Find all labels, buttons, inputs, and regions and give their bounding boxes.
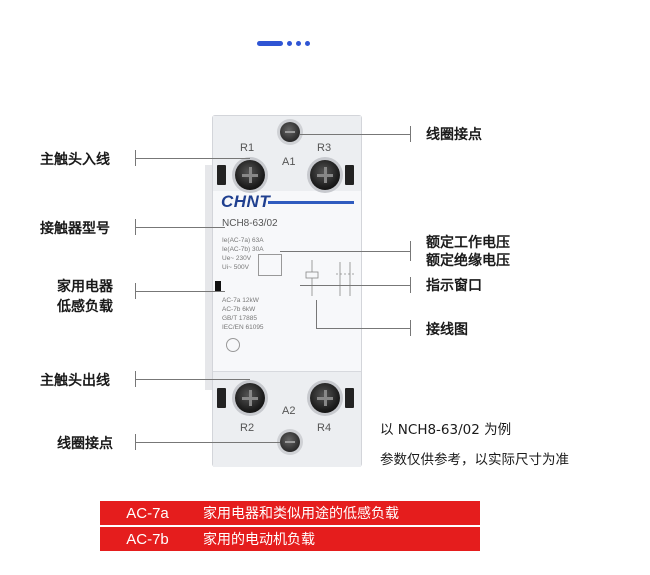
pager-active-bar: [257, 40, 283, 46]
spec-line: Ui~ 500V: [222, 264, 249, 271]
callout-line: [135, 379, 250, 380]
pager-indicator[interactable]: [257, 40, 310, 46]
callout-wiring: 接线图: [426, 322, 468, 338]
spec-line: Ie(AC-7a) 63A: [222, 237, 264, 244]
terminal-slot-icon: [217, 165, 226, 185]
wiring-diagram-icon: [300, 256, 358, 306]
brand-logo: CHNT: [221, 192, 271, 211]
main-screw-r4-icon: [310, 383, 340, 413]
indicator-window: [215, 281, 221, 291]
legend-desc: 家用电器和类似用途的低感负载: [203, 506, 399, 522]
pager-dot: [296, 40, 301, 46]
terminal-a1-label: A1: [282, 156, 296, 168]
legend-banner: AC-7a 家用电器和类似用途的低感负载: [100, 501, 480, 525]
callout-line: [135, 442, 280, 443]
callout-indicator: 指示窗口: [426, 278, 482, 294]
legend-code: AC-7b: [126, 530, 169, 548]
legend-banner: AC-7b 家用的电动机负载: [100, 527, 480, 551]
terminal-slot-icon: [345, 388, 354, 408]
spec-line: Ie(AC-7b) 30A: [222, 246, 264, 253]
callout-line: [135, 227, 225, 228]
callout-main-in: 主触头入线: [40, 152, 110, 168]
terminal-r4-label: R4: [317, 422, 332, 434]
terminal-slot-icon: [217, 388, 226, 408]
note-reference: 参数仅供参考，以实际尺寸为准: [380, 452, 569, 468]
brand-stripe: [268, 201, 354, 204]
callout-line: [135, 291, 225, 292]
callout-coil-top: 线圈接点: [426, 127, 482, 143]
device-rating-block: AC-7a 12kW AC-7b 6kW GB/T 17885 IEC/EN 6…: [222, 296, 264, 332]
rating-line: AC-7b 6kW: [222, 306, 256, 313]
callout-line: [135, 158, 250, 159]
callout-tick: [410, 241, 411, 261]
callout-insulation-voltage: 额定绝缘电压: [426, 253, 510, 269]
legend-code: AC-7a: [126, 504, 169, 522]
callout-rated-voltage: 额定工作电压: [426, 235, 510, 251]
callout-main-out: 主触头出线: [40, 373, 110, 389]
device-spec-block: Ie(AC-7a) 63A Ie(AC-7b) 30A Ue~ 230V Ui~…: [222, 236, 264, 272]
callout-model: 接触器型号: [40, 221, 110, 237]
legend-desc: 家用的电动机负载: [203, 532, 315, 548]
terminal-slot-icon: [345, 165, 354, 185]
callout-coil-bottom: 线圈接点: [57, 436, 113, 452]
callout-line: [316, 300, 317, 328]
rating-line: GB/T 17885: [222, 315, 257, 322]
lower-terminal-block: [213, 371, 361, 467]
main-screw-r2-icon: [235, 383, 265, 413]
voltage-box: [258, 254, 282, 276]
callout-tick: [410, 277, 411, 293]
coil-screw-top-icon: [280, 122, 300, 142]
main-screw-r1-icon: [235, 160, 265, 190]
terminal-r1-label: R1: [240, 142, 255, 154]
rating-line: IEC/EN 61095: [222, 324, 264, 331]
callout-household-1: 家用电器: [57, 279, 113, 295]
terminal-r3-label: R3: [317, 142, 332, 154]
callout-line: [300, 134, 410, 135]
main-screw-r3-icon: [310, 160, 340, 190]
certification-mark-icon: [226, 338, 240, 352]
coil-screw-bottom-icon: [280, 432, 300, 452]
device-model-text: NCH8-63/02: [222, 218, 278, 229]
callout-line: [300, 285, 410, 286]
rating-line: AC-7a 12kW: [222, 297, 259, 304]
pager-dot: [305, 40, 310, 46]
callout-line: [316, 328, 410, 329]
terminal-a2-label: A2: [282, 405, 296, 417]
callout-household-2: 低感负载: [57, 299, 113, 315]
callout-line: [280, 251, 410, 252]
callout-tick: [410, 320, 411, 336]
spec-line: Ue~ 230V: [222, 255, 252, 262]
callout-tick: [410, 126, 411, 142]
note-example: 以 NCH8-63/02 为例: [380, 422, 512, 438]
pager-dot: [287, 40, 292, 46]
terminal-r2-label: R2: [240, 422, 255, 434]
